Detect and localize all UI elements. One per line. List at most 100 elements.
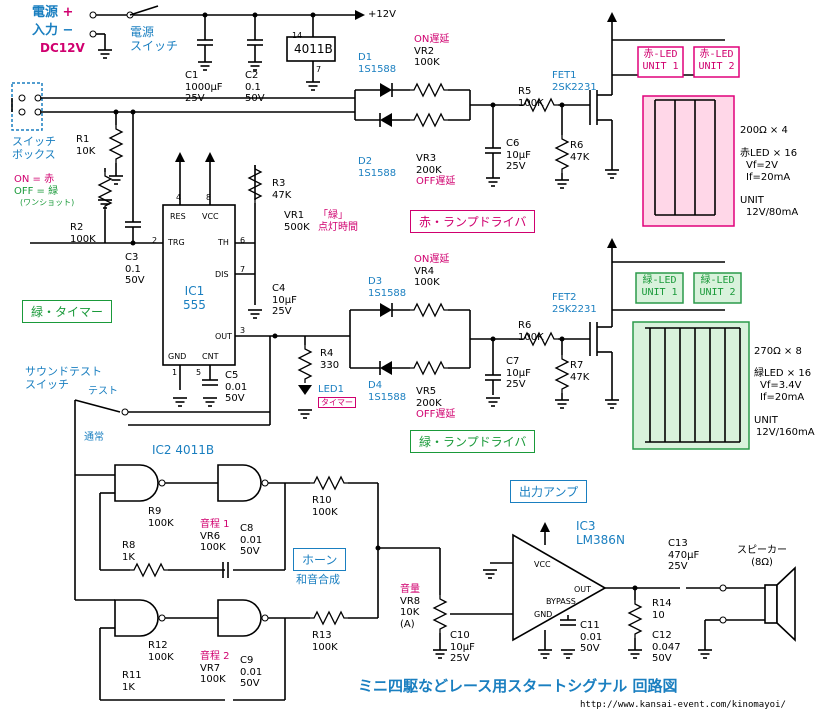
ic1-pin8: 8 xyxy=(206,193,212,202)
pin-gnd: GND xyxy=(168,352,187,361)
ic3-bypass: BYPASS xyxy=(546,597,576,606)
green-spec-4: If=20mA xyxy=(760,392,805,403)
pin-th: TH xyxy=(218,238,229,247)
speaker-label: スピーカー(8Ω) xyxy=(737,545,787,568)
switch-on-text: ON = 赤 xyxy=(14,174,55,185)
green-spec-3: Vf=3.4V xyxy=(760,380,802,391)
switch-box-section xyxy=(11,82,355,246)
led1-tag: タイマー xyxy=(318,397,356,409)
power-label: 電源 + xyxy=(32,5,74,20)
ic1-pin1: 1 xyxy=(172,368,178,377)
ic3-vcc: VCC xyxy=(534,560,551,569)
green-driver-label: 緑・ランプドライバ xyxy=(410,430,536,453)
power-switch-label: 電源スイッチ xyxy=(130,25,179,53)
ic-4011b-name: 4011B xyxy=(294,42,333,56)
red-spec-1: 200Ω × 4 xyxy=(740,125,788,136)
timer-555 xyxy=(162,152,350,419)
ic-4011b-pin14: 14 xyxy=(292,31,303,40)
horn-section xyxy=(74,336,448,701)
pin-res: RES xyxy=(170,212,186,221)
red-spec-4: If=20mA xyxy=(746,172,791,183)
green-timer-label: 緑・タイマー xyxy=(22,300,113,323)
amp-section xyxy=(450,522,796,659)
power-voltage: DC12V xyxy=(40,41,85,55)
rail-label: +12V xyxy=(368,9,396,20)
pin-dis: DIS xyxy=(215,270,229,279)
pin-trg: TRG xyxy=(168,238,185,247)
ic1-pin2: 2 xyxy=(152,236,158,245)
pin-cnt: CNT xyxy=(202,352,219,361)
green-spec-5: UNIT xyxy=(754,415,778,426)
ic1-pin6: 6 xyxy=(240,236,246,245)
green-led-panel xyxy=(632,272,750,450)
ic2-label: IC2 4011B xyxy=(152,443,215,457)
pin-vcc: VCC xyxy=(202,212,219,221)
ic1-pin7: 7 xyxy=(240,265,246,274)
switch-oneshot: (ワンショット) xyxy=(20,198,75,207)
led1-label: LED1 xyxy=(318,384,344,395)
power-input-label: 入力 − xyxy=(32,23,74,38)
red-spec-5: UNIT xyxy=(740,195,764,206)
switch-box-label: スイッチボックス xyxy=(12,135,56,161)
red-spec-3: Vf=2V xyxy=(746,160,778,171)
site-url: http://www.kansai-event.com/kinomayoi/ xyxy=(580,700,786,710)
green-delay-network xyxy=(349,238,725,409)
red-spec-6: 12V/80mA xyxy=(746,207,799,218)
ic3-gnd: GND xyxy=(534,610,553,619)
ic1-pin5: 5 xyxy=(196,368,202,377)
horn-label: ホーン xyxy=(293,548,347,571)
power-section xyxy=(89,5,365,91)
ic1-pin4: 4 xyxy=(176,193,182,202)
vr1-note: 「緑」点灯時間 xyxy=(318,210,358,233)
green-spec-2: 緑LED × 16 xyxy=(754,368,812,379)
sound-switch-test: テスト xyxy=(88,386,118,397)
sound-switch-normal: 通常 xyxy=(84,432,104,443)
red-led-panel xyxy=(637,46,740,227)
ic-4011b-pin7: 7 xyxy=(316,65,322,74)
page-title: ミニ四駆などレース用スタートシグナル 回路図 xyxy=(358,677,678,695)
ic1-pin3: 3 xyxy=(240,326,246,335)
red-spec-2: 赤LED × 16 xyxy=(740,148,798,159)
switch-off-text: OFF = 緑 xyxy=(14,186,59,197)
